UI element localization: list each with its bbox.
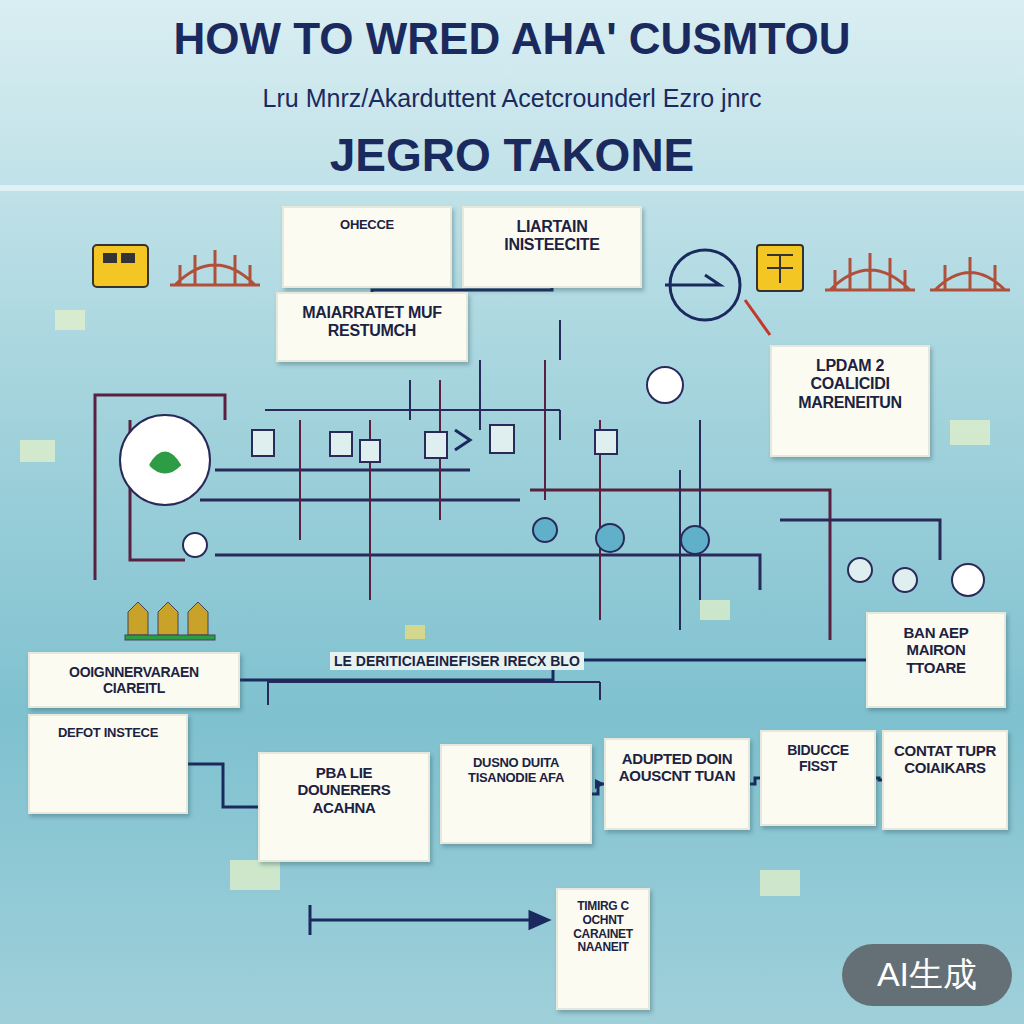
- subtitle: JEGRO TAKONE: [12, 128, 1012, 182]
- process-box: BIDUCCE FISST: [760, 730, 876, 826]
- box-text: CONTAT TUPR COIAIKARS: [892, 742, 998, 777]
- box-text: OHECCE: [292, 218, 442, 233]
- box-text: MAIARRATET MUF RESTUMCH: [286, 304, 458, 341]
- watermark: AI生成: [842, 944, 1012, 1006]
- process-box: OOIGNNERVARAEN CIAREITL: [28, 652, 240, 708]
- leader-line: [268, 680, 600, 705]
- process-box: DEFOT INSTECE: [28, 714, 188, 814]
- process-box: BAN AEP MAIRON TTOARE: [866, 612, 1006, 708]
- divider-band: [0, 185, 1024, 191]
- process-box: MAIARRATET MUF RESTUMCH: [276, 292, 468, 362]
- paper-scraps: [20, 310, 990, 896]
- box-text: ADUPTED DOIN AOUSCNT TUAN: [614, 750, 740, 785]
- box-text: LPDAM 2 COALICIDI MARENEITUN: [780, 357, 920, 412]
- pipe-network: [95, 320, 940, 640]
- connector: [750, 778, 760, 784]
- connector: [592, 784, 604, 794]
- subtitle: Lru Mnrz/Akarduttent Acetcrounderl Ezro …: [12, 84, 1012, 113]
- connector: [188, 764, 258, 807]
- process-box: DUSNO DUITA TISANODIE AFA: [440, 744, 592, 844]
- box-text: OOIGNNERVARAEN CIAREITL: [38, 664, 230, 696]
- diagram-title: HOW TO WRED AHA' CUSMTOU: [12, 14, 1012, 64]
- process-box: LIARTAIN INISTEECITE: [462, 206, 642, 288]
- box-text: PBA LIE DOUNERERS ACAHNA: [268, 764, 420, 816]
- box-text: BAN AEP MAIRON TTOARE: [876, 624, 996, 676]
- process-box: CONTAT TUPR COIAIKARS: [882, 730, 1008, 830]
- process-box: LPDAM 2 COALICIDI MARENEITUN: [770, 345, 930, 457]
- bottom-arrow: [310, 905, 548, 935]
- box-text: DUSNO DUITA TISANODIE AFA: [450, 756, 582, 786]
- process-box: TIMIRG C OCHNT CARAINET NAANEIT: [556, 888, 650, 1010]
- box-text: DEFOT INSTECE: [38, 726, 178, 741]
- process-box: PBA LIE DOUNERERS ACAHNA: [258, 752, 430, 862]
- box-text: LIARTAIN INISTEECITE: [472, 218, 632, 255]
- compass-icon: [665, 250, 770, 335]
- line-label: LE DERITICIAEINEFISER IRECX BLO: [330, 652, 584, 670]
- box-text: BIDUCCE FISST: [770, 742, 866, 774]
- small-house-icons: [125, 602, 215, 640]
- process-box: ADUPTED DOIN AOUSCNT TUAN: [604, 738, 750, 830]
- process-box: OHECCE: [282, 206, 452, 288]
- box-text: TIMIRG C OCHNT CARAINET NAANEIT: [566, 900, 640, 955]
